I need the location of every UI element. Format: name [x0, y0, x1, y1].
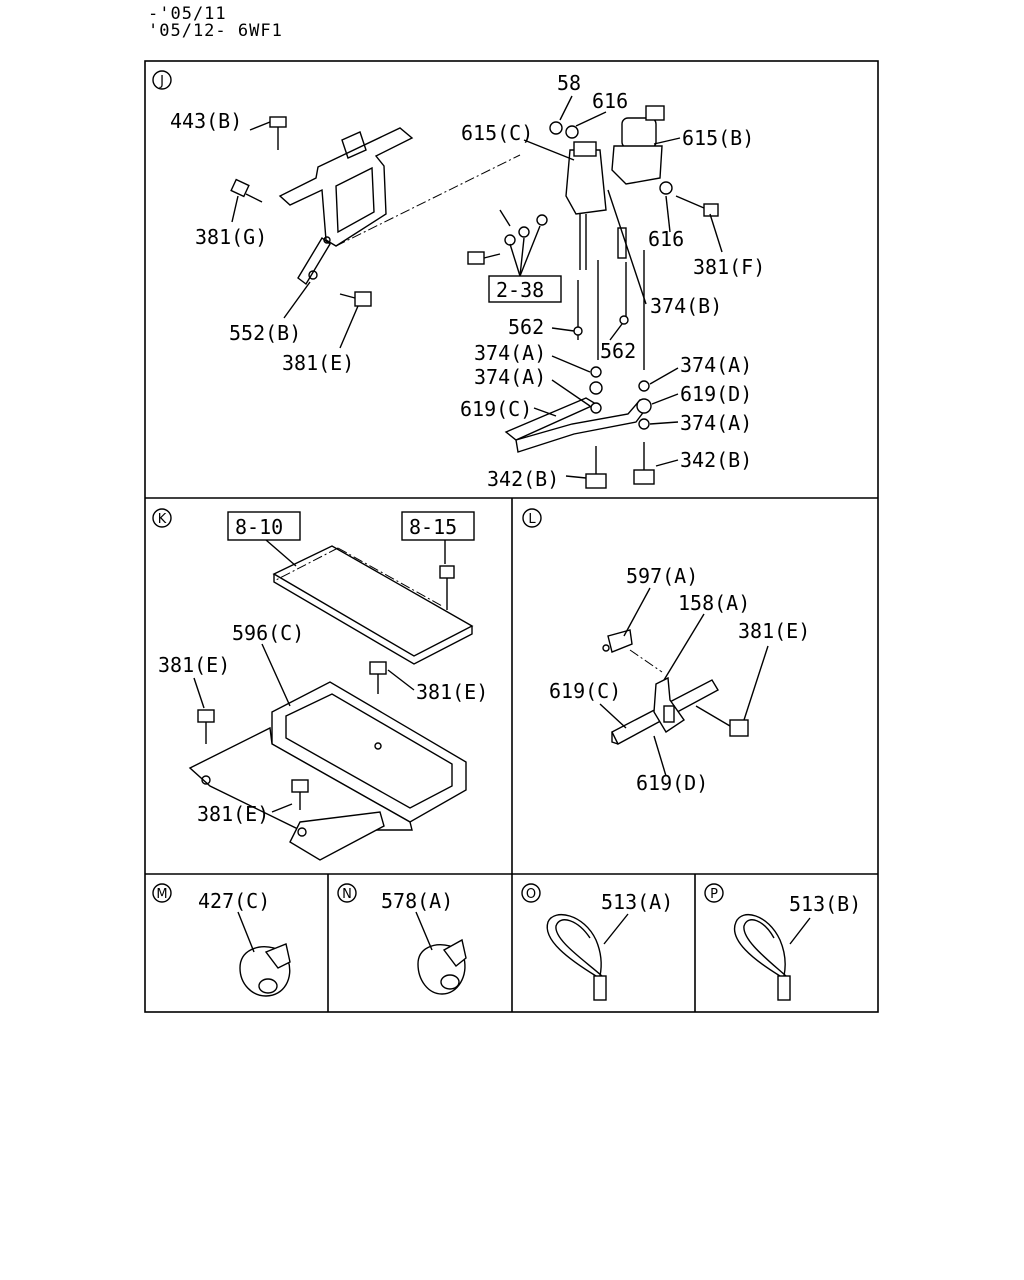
bolt-381e-drawing — [339, 291, 372, 307]
label-374a-4: 374(A) — [680, 411, 752, 435]
svg-text:N: N — [342, 887, 352, 902]
svg-text:L: L — [528, 512, 536, 527]
cable-tie-513b-drawing — [733, 913, 786, 977]
label-342b-left: 342(B) — [487, 467, 559, 491]
label-615b: 615(B) — [682, 126, 754, 150]
label-552b: 552(B) — [229, 321, 301, 345]
bracket-597a-drawing — [607, 629, 633, 653]
bolt-342b-right-drawing — [633, 442, 655, 485]
label-381f: 381(F) — [693, 255, 765, 279]
bolt-342b-left-drawing — [585, 446, 607, 489]
svg-text:O: O — [526, 887, 536, 902]
label-513a: 513(A) — [601, 890, 673, 914]
label-374a-3: 374(A) — [680, 353, 752, 377]
label-342b-right: 342(B) — [680, 448, 752, 472]
label-374b: 374(B) — [650, 294, 722, 318]
label-158a: 158(A) — [678, 591, 750, 615]
label-58: 58 — [557, 71, 581, 95]
panel-m-marker: M — [152, 883, 172, 903]
ref-box-8-15 — [401, 511, 475, 541]
label-8-15: 8-15 — [409, 515, 457, 539]
label-562-right: 562 — [600, 339, 636, 363]
label-619c: 619(C) — [549, 679, 621, 703]
label-381e-left: 381(E) — [158, 653, 230, 677]
label-596c: 596(C) — [232, 621, 304, 645]
panel-j-drawing — [230, 95, 723, 489]
label-616-lower: 616 — [648, 227, 684, 251]
label-562-left: 562 — [508, 315, 544, 339]
panel-p-drawing — [733, 913, 811, 1001]
bolt-k-center-drawing — [369, 661, 387, 694]
label-597a: 597(A) — [626, 564, 698, 588]
label-616-top: 616 — [592, 89, 628, 113]
label-381g: 381(G) — [195, 225, 267, 249]
svg-text:J: J — [159, 74, 164, 89]
label-8-10: 8-10 — [235, 515, 283, 539]
panel-m-drawing — [237, 911, 291, 997]
bolt-381g-drawing — [230, 178, 263, 203]
panel-o-drawing — [546, 913, 629, 1001]
header-date-range-2: '05/12- 6WF1 — [148, 21, 283, 41]
label-374a-1: 374(A) — [474, 341, 546, 365]
label-578a: 578(A) — [381, 889, 453, 913]
svg-text:P: P — [710, 887, 718, 902]
valve-615c-drawing — [565, 141, 607, 270]
svg-text:M: M — [156, 887, 167, 902]
panel-o-marker: O — [521, 883, 541, 903]
label-619d: 619(D) — [636, 771, 708, 795]
bolt-k-bottom-drawing — [291, 779, 309, 810]
label-381e: 381(E) — [282, 351, 354, 375]
panel-l-marker: L — [522, 508, 542, 528]
ref-box-8-10 — [227, 511, 301, 541]
clamp-158a-drawing — [653, 676, 685, 733]
valve-615b-drawing — [611, 105, 665, 185]
label-381e-bottom: 381(E) — [197, 802, 269, 826]
panel-n-drawing — [415, 911, 467, 995]
label-615c: 615(C) — [461, 121, 533, 145]
label-443b: 443(B) — [170, 109, 242, 133]
label-619c: 619(C) — [460, 397, 532, 421]
panel-k-drawing — [188, 539, 474, 861]
page-header: -'05/11 '05/12- 6WF1 — [148, 6, 283, 40]
panel-n-marker: N — [337, 883, 357, 903]
label-427c: 427(C) — [198, 889, 270, 913]
label-381e-right: 381(E) — [416, 680, 488, 704]
bolt-k-left-drawing — [197, 709, 215, 744]
label-2-38: 2-38 — [496, 278, 544, 302]
label-374a-2: 374(A) — [474, 365, 546, 389]
panel-frames — [144, 60, 879, 1013]
bolt-381f-drawing — [675, 195, 719, 217]
ref-box-2-38 — [488, 275, 562, 303]
panel-l-drawing — [599, 587, 769, 777]
panel-p-marker: P — [704, 883, 724, 903]
header-date-range-1: -'05/11 — [148, 4, 227, 24]
panel-j-marker: J — [152, 70, 172, 90]
cable-tie-513a-drawing — [546, 913, 602, 977]
label-381e: 381(E) — [738, 619, 810, 643]
bolt-l-381e-drawing — [695, 705, 749, 737]
svg-text:K: K — [158, 512, 167, 527]
panel-k-marker: K — [152, 508, 172, 528]
bolt-443b-drawing — [269, 116, 287, 150]
label-513b: 513(B) — [789, 892, 861, 916]
label-619d: 619(D) — [680, 382, 752, 406]
